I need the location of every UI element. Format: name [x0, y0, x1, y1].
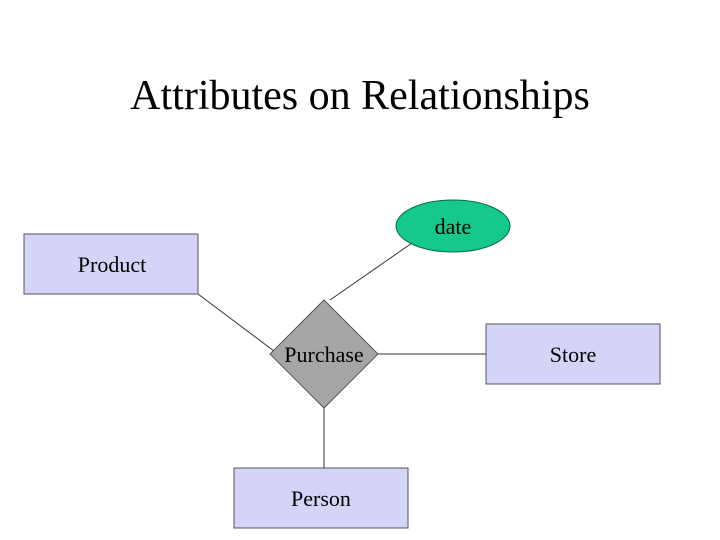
attribute-date-ellipse [395, 199, 511, 253]
edge-product-purchase [197, 293, 279, 355]
entity-store-box [485, 323, 661, 385]
edge-date-purchase [329, 242, 413, 301]
entity-person-label: Person [291, 486, 351, 511]
slide-title: Attributes on Relationships [130, 73, 590, 119]
attribute-date-label: date [435, 214, 472, 239]
relationship-purchase: Purchase [269, 299, 379, 409]
entity-store: Store [485, 323, 661, 385]
entity-product-label: Product [78, 252, 146, 277]
relationship-purchase-diamond [269, 299, 379, 409]
entity-person-box [233, 467, 409, 529]
relationship-purchase-label: Purchase [284, 342, 363, 367]
attribute-date: date [395, 199, 511, 253]
entity-product: Product [23, 233, 199, 295]
entity-product-box [23, 233, 199, 295]
entity-person: Person [233, 467, 409, 529]
entity-store-label: Store [550, 342, 596, 367]
